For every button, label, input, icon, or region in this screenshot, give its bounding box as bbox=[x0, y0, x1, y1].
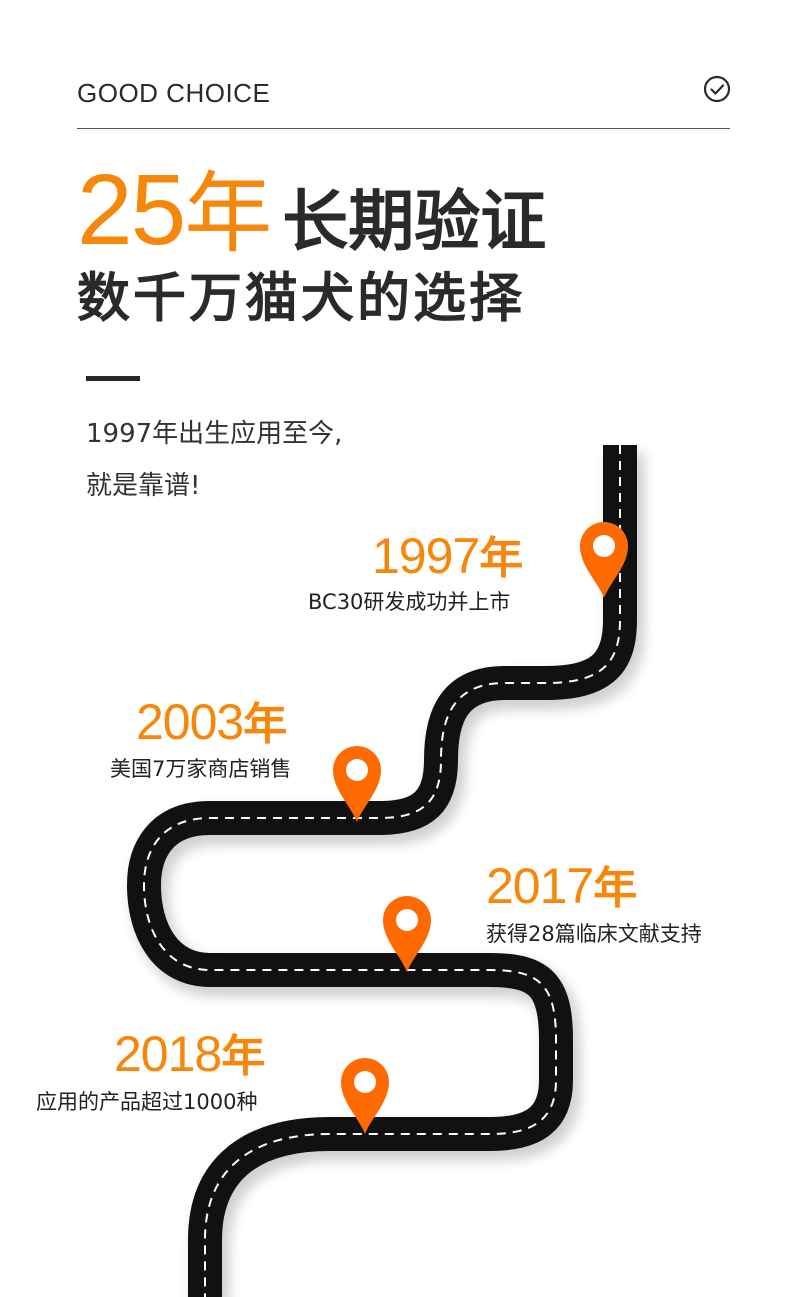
milestone-year-number: 2017 bbox=[486, 858, 594, 914]
road-center-line bbox=[142, 445, 621, 1297]
location-pin-icon bbox=[341, 1058, 389, 1134]
milestone-2017-desc: 获得28篇临床文献支持 bbox=[486, 922, 702, 946]
milestone-2003-desc: 美国7万家商店销售 bbox=[110, 757, 292, 781]
headline-rest: 长期验证 bbox=[282, 183, 547, 260]
milestone-1997-year: 1997年 bbox=[372, 528, 523, 587]
milestone-2018-year: 2018年 bbox=[114, 1026, 265, 1085]
milestone-2003-year: 2003年 bbox=[136, 694, 287, 753]
intro-line-1: 1997年出生应用至今, bbox=[86, 419, 343, 449]
milestone-year-unit: 年 bbox=[243, 699, 287, 750]
milestone-1997-desc: BC30研发成功并上市 bbox=[308, 590, 511, 614]
headline: 25年长期验证 bbox=[77, 158, 546, 291]
location-pin-icon bbox=[333, 746, 381, 822]
location-pin-icon bbox=[383, 896, 431, 972]
milestone-year-unit: 年 bbox=[479, 533, 523, 584]
location-pin-icon bbox=[580, 522, 628, 598]
intro-text: 1997年出生应用至今, 就是靠谱! bbox=[86, 408, 342, 512]
milestone-year-unit: 年 bbox=[221, 1031, 265, 1082]
milestone-year-number: 2003 bbox=[136, 694, 244, 750]
accent-dash bbox=[86, 376, 140, 381]
milestone-year-unit: 年 bbox=[593, 863, 637, 914]
eyebrow-label: GOOD CHOICE bbox=[77, 78, 271, 108]
headline-number: 25 bbox=[77, 154, 186, 266]
milestone-2017-year: 2017年 bbox=[486, 858, 637, 917]
check-circle-icon bbox=[703, 75, 731, 103]
milestone-2018-desc: 应用的产品超过1000种 bbox=[36, 1090, 258, 1114]
intro-line-2: 就是靠谱! bbox=[86, 471, 201, 501]
headline-unit: 年 bbox=[184, 162, 273, 265]
milestone-year-number: 2018 bbox=[114, 1026, 222, 1082]
header-divider bbox=[77, 128, 730, 129]
headline-subline: 数千万猫犬的选择 bbox=[77, 268, 525, 329]
milestone-year-number: 1997 bbox=[372, 528, 480, 584]
